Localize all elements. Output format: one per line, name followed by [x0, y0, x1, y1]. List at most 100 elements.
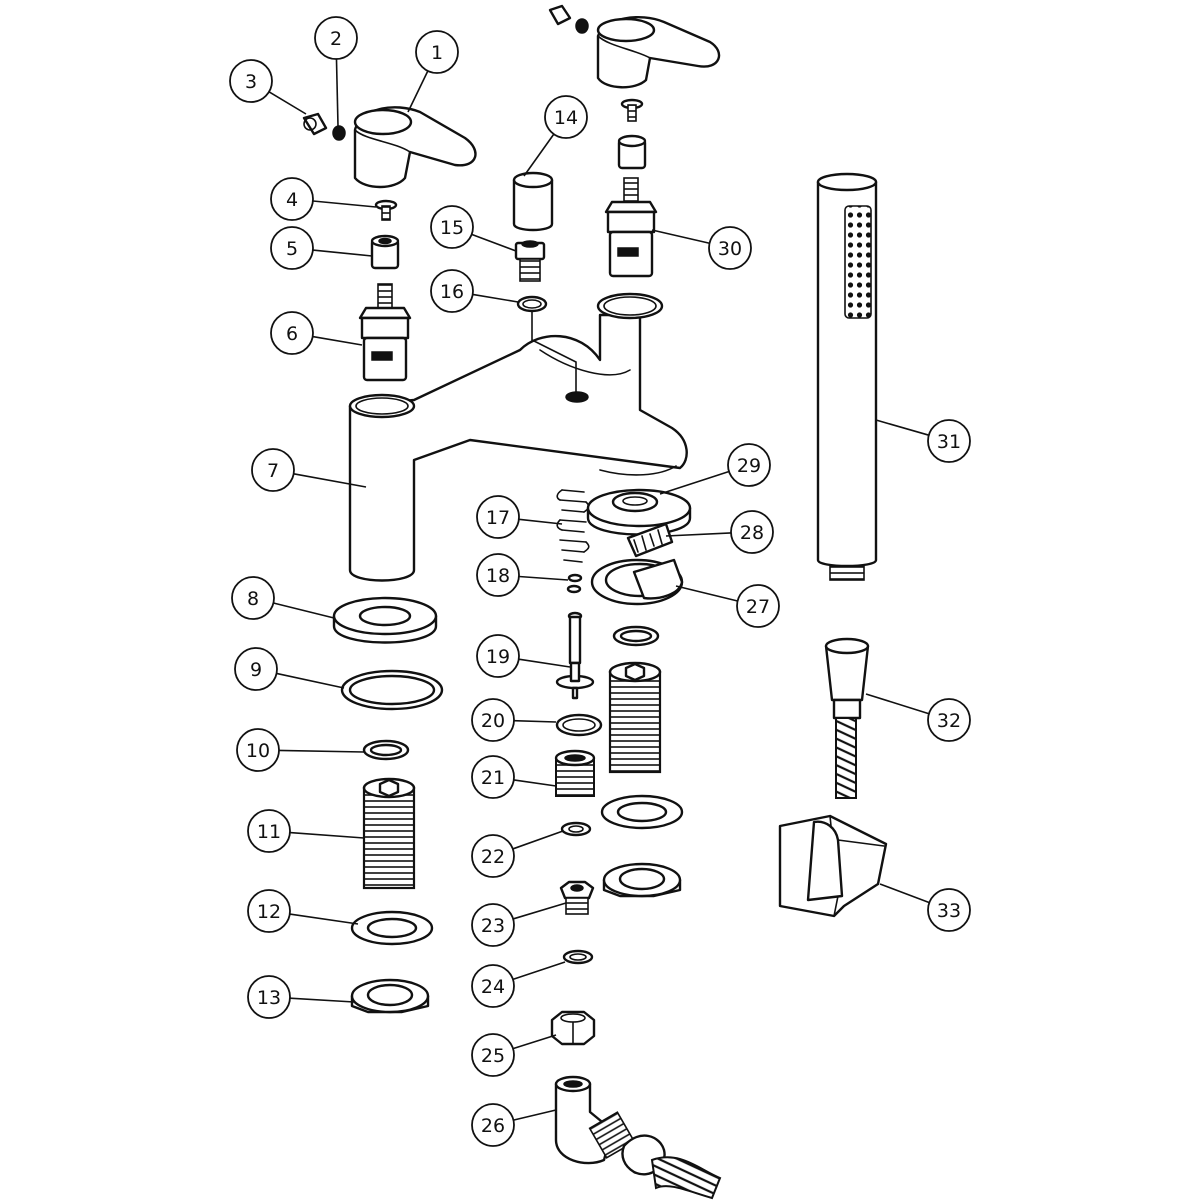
leader-line-12: [289, 913, 359, 925]
part-right-o-ring: [612, 625, 660, 647]
leader-line-4: [312, 200, 377, 208]
leader-line-30: [651, 229, 710, 245]
callout-label-22: 22: [481, 846, 505, 868]
callout-label-11: 11: [257, 821, 281, 843]
leader-line-13: [289, 997, 355, 1003]
leader-line-19: [518, 658, 571, 668]
part-2-grub-screw: [332, 125, 346, 141]
callout-label-15: 15: [440, 217, 464, 239]
leader-line-14: [523, 133, 555, 177]
leader-line-5: [312, 249, 373, 257]
part-20-o-ring: [555, 713, 603, 737]
part-right-threaded-shank: [608, 661, 662, 774]
callout-15: 15: [430, 205, 474, 249]
callout-circle-30: [708, 226, 752, 270]
callout-6: 6: [270, 311, 314, 355]
leader-line-24: [512, 961, 566, 981]
leader-line-29: [659, 470, 730, 495]
leader-line-9: [276, 672, 345, 689]
callout-25: 25: [471, 1033, 515, 1077]
leader-line-17: [518, 518, 563, 525]
callout-label-31: 31: [937, 431, 961, 453]
part-31-shower-handset: [816, 172, 878, 581]
callout-label-23: 23: [481, 915, 505, 937]
callout-1: 1: [415, 30, 459, 74]
callout-22: 22: [471, 834, 515, 878]
callout-label-32: 32: [937, 710, 961, 732]
callout-circle-4: [270, 177, 314, 221]
callout-label-28: 28: [740, 522, 764, 544]
part-right-washer: [600, 794, 684, 830]
leader-line-2: [335, 58, 339, 127]
part-4-screw: [374, 199, 398, 221]
part-30-cartridge-right: [604, 177, 658, 278]
part-3-indicator-cap: [302, 112, 328, 136]
leader-line-11: [289, 831, 365, 839]
callout-label-7: 7: [267, 460, 279, 482]
part-28-aerator-nut: [626, 522, 674, 558]
part-26-elbow-hose-connector: [554, 1075, 722, 1200]
part-32-shower-hose: [824, 637, 870, 799]
callout-label-12: 12: [257, 901, 281, 923]
callout-circle-1: [415, 30, 459, 74]
callout-9: 9: [234, 647, 278, 691]
callout-label-1: 1: [431, 42, 443, 64]
callout-circle-7: [251, 448, 295, 492]
callout-label-5: 5: [286, 238, 298, 260]
callout-label-24: 24: [481, 976, 505, 998]
callout-label-3: 3: [245, 71, 257, 93]
callout-label-20: 20: [481, 710, 505, 732]
leader-line-16: [472, 293, 519, 303]
part-27-aerator: [590, 558, 684, 606]
part-17-spring: [556, 489, 590, 563]
leader-line-8: [273, 602, 335, 619]
part-5-sleeve: [370, 234, 400, 270]
callout-label-17: 17: [486, 507, 510, 529]
leader-line-27: [675, 585, 738, 602]
leader-line-26: [513, 1109, 557, 1121]
leader-line-15: [471, 233, 517, 252]
callout-4: 4: [270, 177, 314, 221]
part-24-o-ring: [562, 949, 594, 965]
callout-circle-33: [927, 888, 971, 932]
callout-circle-32: [927, 698, 971, 742]
callout-label-25: 25: [481, 1045, 505, 1067]
leader-line-18: [518, 575, 569, 581]
part-7-tap-body: [348, 292, 688, 582]
part-right-back-nut: [602, 862, 682, 898]
callout-circle-16: [430, 269, 474, 313]
part-13-back-nut: [350, 978, 430, 1014]
part-12-washer: [350, 910, 434, 946]
callout-2: 2: [314, 16, 358, 60]
callout-circle-15: [430, 205, 474, 249]
callout-23: 23: [471, 903, 515, 947]
part-21-connector: [554, 749, 596, 797]
callout-14: 14: [544, 95, 588, 139]
callout-label-8: 8: [247, 588, 259, 610]
callout-circle-31: [927, 419, 971, 463]
callout-13: 13: [247, 975, 291, 1019]
callout-circle-5: [270, 226, 314, 270]
callout-circle-6: [270, 311, 314, 355]
callout-30: 30: [708, 226, 752, 270]
part-9-gasket: [340, 669, 444, 711]
callout-circle-25: [471, 1033, 515, 1077]
callout-label-29: 29: [737, 455, 761, 477]
callout-circle-17: [476, 495, 520, 539]
leader-line-7: [293, 472, 367, 488]
callout-circle-22: [471, 834, 515, 878]
callout-29: 29: [727, 443, 771, 487]
callout-label-19: 19: [486, 646, 510, 668]
callout-label-9: 9: [250, 659, 262, 681]
callout-26: 26: [471, 1103, 515, 1147]
part-25-hex-nut: [550, 1010, 596, 1046]
callout-circle-29: [727, 443, 771, 487]
callout-16: 16: [430, 269, 474, 313]
callout-label-33: 33: [937, 900, 961, 922]
part-23-hex-insert: [559, 880, 595, 915]
callout-layer: 1234567891011121314151617181920212223242…: [229, 16, 971, 1147]
callout-17: 17: [476, 495, 520, 539]
callout-label-16: 16: [440, 281, 464, 303]
callout-label-13: 13: [257, 987, 281, 1009]
callout-circle-10: [236, 728, 280, 772]
